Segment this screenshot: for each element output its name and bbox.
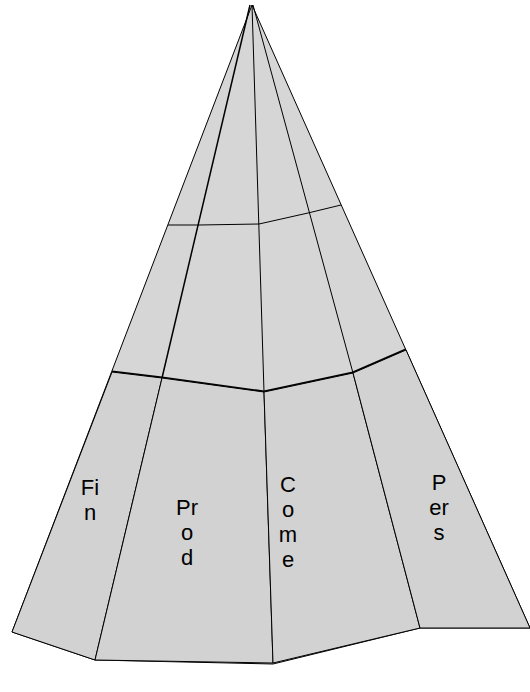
pyramid-division bbox=[253, 5, 353, 373]
segment-label: Prod bbox=[176, 495, 198, 570]
tier-line bbox=[168, 205, 341, 225]
pyramid-division bbox=[252, 5, 264, 392]
segment-outline bbox=[95, 378, 273, 663]
segment-outline bbox=[353, 350, 530, 628]
pyramid-outline bbox=[12, 5, 530, 664]
segment-label: Fin bbox=[79, 475, 101, 525]
pyramid-division bbox=[162, 5, 250, 378]
pyramid-segment: Pers bbox=[353, 350, 530, 628]
segment-label: Pers bbox=[428, 470, 450, 545]
pyramid-segment: Prod bbox=[95, 378, 273, 663]
segment-label: Come bbox=[277, 472, 299, 572]
tier-boundary-line bbox=[112, 350, 406, 392]
